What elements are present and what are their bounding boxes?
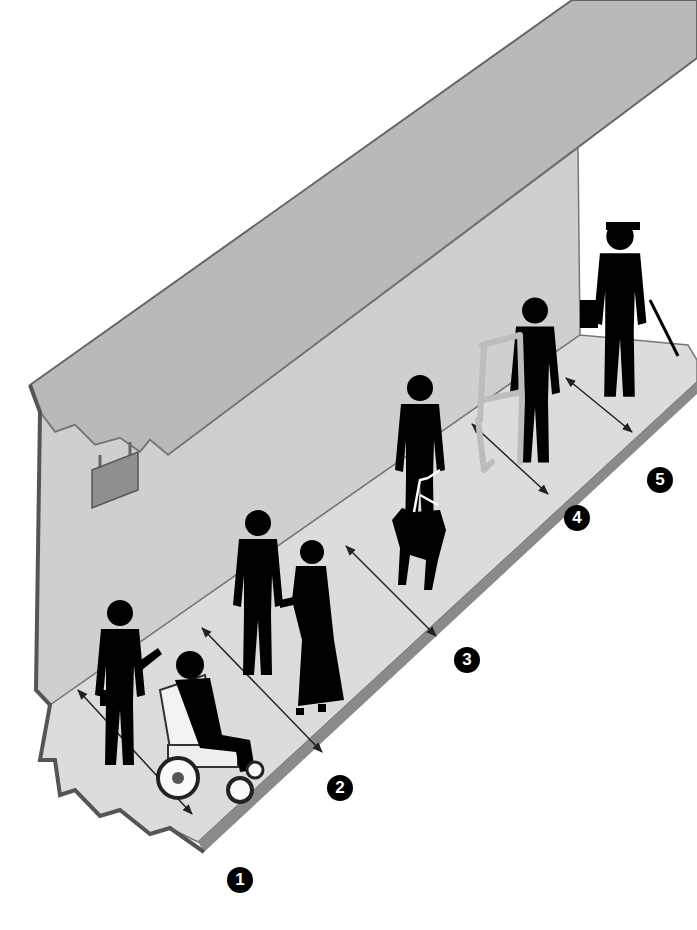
- dimension-arrow: [566, 378, 632, 432]
- callout-number: 5: [647, 467, 673, 493]
- person-with-walker: [478, 298, 560, 471]
- callout-number: 1: [227, 867, 253, 893]
- callout-number: 4: [564, 505, 590, 531]
- callout-number: 2: [327, 775, 353, 801]
- dimension-arrows: [78, 378, 632, 814]
- dimension-arrow: [346, 546, 436, 636]
- section-cut: [30, 385, 204, 852]
- man-with-guide-dog: [392, 375, 446, 590]
- callout-number: 3: [454, 647, 480, 673]
- floor: [40, 335, 697, 842]
- wall-sign: [92, 442, 138, 508]
- walking-couple: [233, 510, 344, 715]
- walking-man: [95, 600, 162, 765]
- man-with-cane: [580, 222, 678, 397]
- floor-edge: [198, 382, 697, 852]
